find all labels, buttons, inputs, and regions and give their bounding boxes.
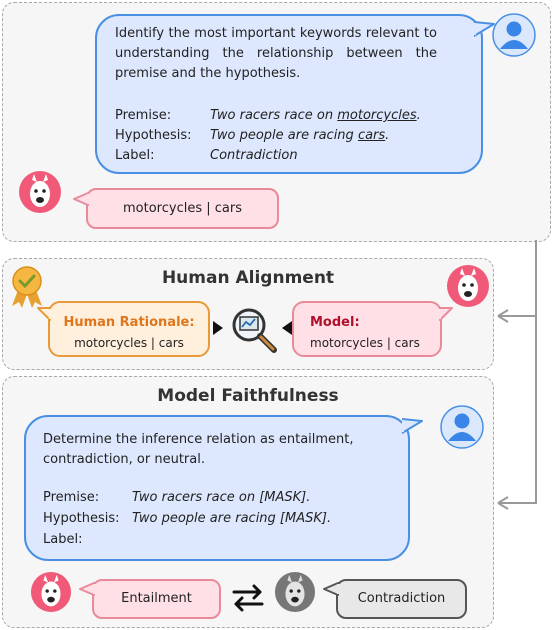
instruction-text: Identify the most important keywords rel… bbox=[115, 26, 437, 81]
entailment-answer-bubble: Entailment bbox=[92, 579, 221, 619]
human-rationale-title: Human Rationale: bbox=[63, 315, 195, 330]
llama-model-icon bbox=[19, 171, 61, 213]
llama-model-icon bbox=[447, 265, 489, 307]
entailment-answer-text: Entailment bbox=[121, 591, 192, 606]
inference-bubble: Determine the inference relation as enta… bbox=[24, 415, 410, 561]
hypothesis-label: Hypothesis: bbox=[115, 128, 192, 143]
bubble-tail bbox=[73, 192, 90, 206]
connector-arrows bbox=[497, 240, 537, 510]
bubble-tail bbox=[474, 21, 495, 37]
bubble-tail bbox=[323, 582, 340, 596]
bubble-tail bbox=[79, 582, 96, 596]
user-avatar-icon bbox=[492, 13, 536, 57]
faithfulness-title: Model Faithfulness bbox=[157, 386, 339, 406]
masked-hypothesis-label: Hypothesis: bbox=[43, 511, 120, 526]
model-rationale-box: Model: motorcycles | cars bbox=[292, 301, 442, 357]
instruction-bubble: Identify the most important keywords rel… bbox=[95, 14, 483, 174]
magnifier-analysis-icon bbox=[232, 308, 277, 353]
premise-text: Two racers race on motorcycles. bbox=[210, 108, 421, 123]
swap-arrows-icon bbox=[232, 584, 264, 612]
masked-premise-text: Two racers race on [MASK]. bbox=[132, 490, 311, 505]
award-badge-icon bbox=[12, 266, 42, 308]
inference-instruction: Determine the inference relation as enta… bbox=[43, 432, 354, 467]
right-pointer-icon bbox=[213, 321, 223, 335]
label-label: Label: bbox=[115, 148, 155, 163]
hypothesis-text: Two people are racing cars. bbox=[210, 128, 390, 143]
contradiction-answer-text: Contradiction bbox=[357, 591, 446, 606]
user-avatar-icon bbox=[440, 405, 484, 449]
masked-premise-label: Premise: bbox=[43, 490, 100, 505]
model-answer-bubble: motorcycles | cars bbox=[86, 188, 279, 229]
human-rationale-box: Human Rationale: motorcycles | cars bbox=[48, 301, 210, 357]
bubble-tail bbox=[37, 307, 52, 321]
llama-model-icon bbox=[30, 571, 72, 613]
alignment-title: Human Alignment bbox=[161, 268, 335, 288]
model-rationale-value: motorcycles | cars bbox=[310, 336, 420, 350]
left-pointer-icon bbox=[282, 321, 292, 335]
masked-hypothesis-text: Two people are racing [MASK]. bbox=[132, 511, 332, 526]
masked-label-label: Label: bbox=[43, 532, 83, 547]
model-rationale-title: Model: bbox=[310, 315, 360, 330]
model-answer-text: motorcycles | cars bbox=[123, 200, 242, 216]
contradiction-answer-bubble: Contradiction bbox=[336, 579, 467, 619]
label-value: Contradiction bbox=[210, 148, 298, 163]
bubble-tail bbox=[402, 418, 423, 434]
premise-label: Premise: bbox=[115, 108, 172, 123]
human-rationale-value: motorcycles | cars bbox=[74, 336, 184, 350]
llama-model-grey-icon bbox=[274, 571, 316, 613]
bubble-tail bbox=[438, 307, 453, 321]
